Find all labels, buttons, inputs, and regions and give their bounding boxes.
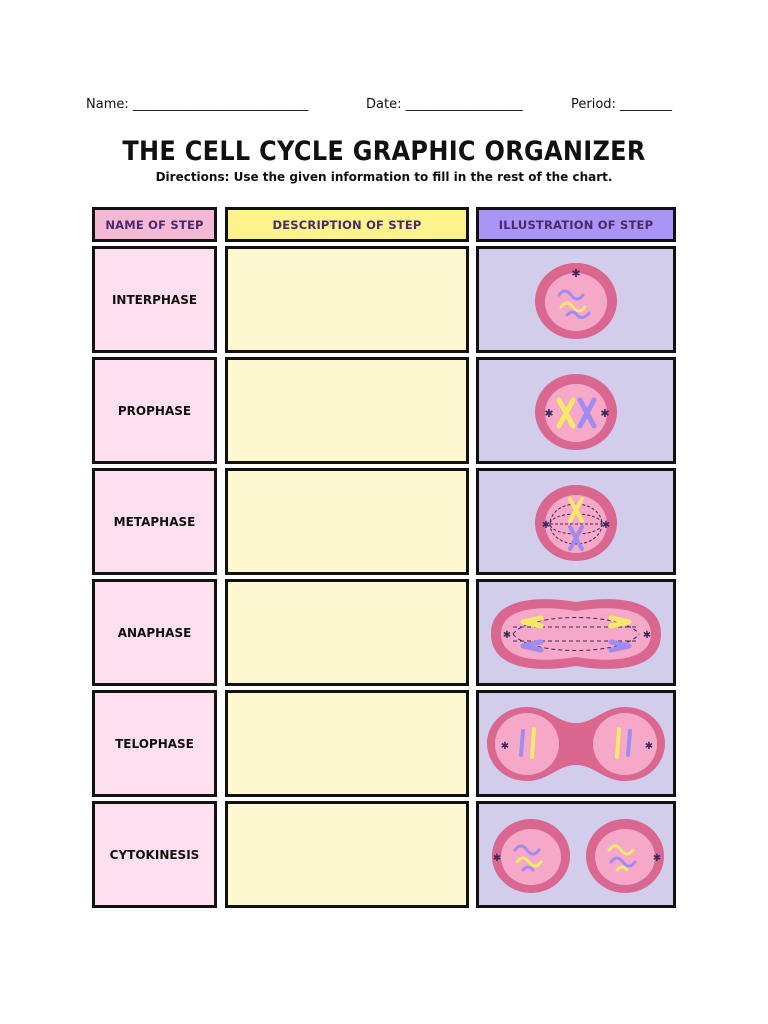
svg-text:✱: ✱ [653,853,661,864]
svg-text:✱: ✱ [645,741,653,752]
svg-text:✱: ✱ [643,630,651,641]
column-header-illustration: ILLUSTRATION OF STEP [476,207,676,242]
description-cell-prophase[interactable] [225,357,469,464]
step-name-interphase: INTERPHASE [92,246,217,353]
cytokinesis-cells-icon: ✱ ✱ [492,819,664,893]
date-field[interactable]: Date: __________________ [366,97,523,112]
illustration-prophase: ✱ ✱ [476,357,676,464]
page-title: THE CELL CYCLE GRAPHIC ORGANIZER [122,135,646,167]
telophase-cell-icon: ✱ ✱ [487,707,665,781]
anaphase-cell-icon: ✱ ✱ [491,599,661,669]
step-name-metaphase: METAPHASE [92,468,217,575]
name-field[interactable]: Name: ___________________________ [86,97,309,112]
illustration-anaphase: ✱ ✱ [476,579,676,686]
svg-text:✱: ✱ [602,520,610,531]
svg-text:✱: ✱ [503,630,511,641]
interphase-cell-icon: ✱ [535,263,617,339]
description-cell-telophase[interactable] [225,690,469,797]
svg-text:✱: ✱ [542,520,550,531]
description-cell-anaphase[interactable] [225,579,469,686]
illustration-cytokinesis: ✱ ✱ [476,801,676,908]
description-cell-cytokinesis[interactable] [225,801,469,908]
illustration-telophase: ✱ ✱ [476,690,676,797]
svg-text:✱: ✱ [600,407,609,420]
step-name-anaphase: ANAPHASE [92,579,217,686]
column-header-name: NAME OF STEP [92,207,217,242]
directions-text: Directions: Use the given information to… [155,170,613,184]
step-name-prophase: PROPHASE [92,357,217,464]
prophase-cell-icon: ✱ ✱ [535,374,617,450]
svg-text:✱: ✱ [544,407,553,420]
step-name-cytokinesis: CYTOKINESIS [92,801,217,908]
metaphase-cell-icon: ✱ ✱ [535,485,617,561]
description-cell-metaphase[interactable] [225,468,469,575]
step-name-telophase: TELOPHASE [92,690,217,797]
column-header-description: DESCRIPTION OF STEP [225,207,469,242]
svg-text:✱: ✱ [501,741,509,752]
svg-text:✱: ✱ [493,853,501,864]
description-cell-interphase[interactable] [225,246,469,353]
illustration-metaphase: ✱ ✱ [476,468,676,575]
svg-text:✱: ✱ [571,267,580,280]
illustration-interphase: ✱ [476,246,676,353]
period-field[interactable]: Period: ________ [571,97,673,112]
